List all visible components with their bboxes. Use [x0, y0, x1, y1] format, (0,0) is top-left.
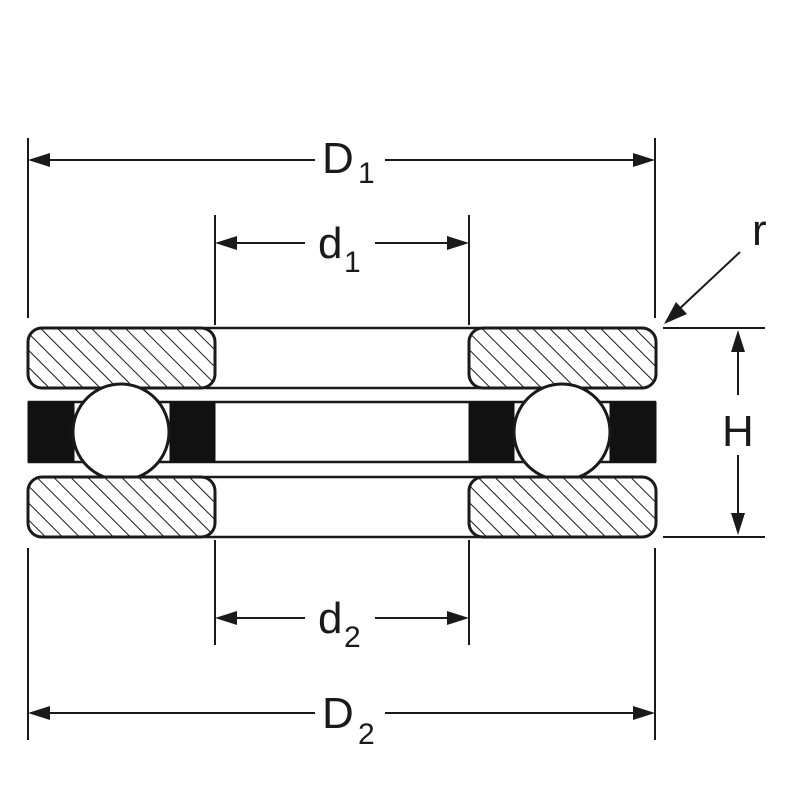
arrowhead-d2-inner-right [447, 611, 469, 625]
label-small-d2-sub: 2 [344, 621, 361, 654]
cage-block-inner-left [169, 401, 216, 463]
dimension-d2-inner: d 2 [215, 594, 469, 654]
leader-line-r [675, 251, 741, 313]
cage-and-balls [27, 382, 657, 482]
ball-left [71, 382, 171, 482]
label-h: H [722, 407, 754, 456]
dimension-d1-inner: d 1 [215, 219, 469, 279]
label-r: r [752, 206, 767, 255]
bottom-washer-left-section [26, 475, 217, 539]
arrowhead-d1-right [633, 153, 655, 167]
label-d1-main: D [322, 134, 354, 183]
label-small-d1-main: d [318, 219, 342, 268]
dimension-d2: D 2 [28, 689, 655, 751]
dimension-d1: D 1 [28, 134, 655, 190]
dimension-r: r [664, 206, 767, 324]
arrowhead-d2-inner-left [215, 611, 237, 625]
cage-block-outer-right [609, 401, 657, 463]
label-d1-sub: 1 [358, 157, 375, 190]
arrowhead-d2-right [633, 706, 655, 720]
top-washer-left-section [26, 326, 217, 390]
arrowhead-h-bottom [731, 513, 745, 535]
top-washer-right-section [467, 326, 658, 390]
label-d2-sub: 2 [358, 718, 375, 751]
label-d2-main: D [322, 689, 354, 738]
arrowhead-r [664, 302, 687, 324]
bottom-washer-right-section [467, 475, 658, 539]
arrowhead-d2-left [28, 706, 50, 720]
extension-lines [27, 138, 765, 740]
dimension-h: H [722, 330, 754, 535]
arrowhead-d1-inner-left [215, 236, 237, 250]
top-washer [26, 326, 658, 390]
ball-right [512, 382, 612, 482]
arrowhead-d1-left [28, 153, 50, 167]
cage-block-inner-right [468, 401, 515, 463]
label-small-d2-main: d [318, 594, 342, 643]
arrowhead-h-top [731, 330, 745, 352]
cage-block-outer-left [27, 401, 75, 463]
label-small-d1-sub: 1 [344, 246, 361, 279]
bottom-washer [26, 475, 658, 539]
arrowhead-d1-inner-right [447, 236, 469, 250]
